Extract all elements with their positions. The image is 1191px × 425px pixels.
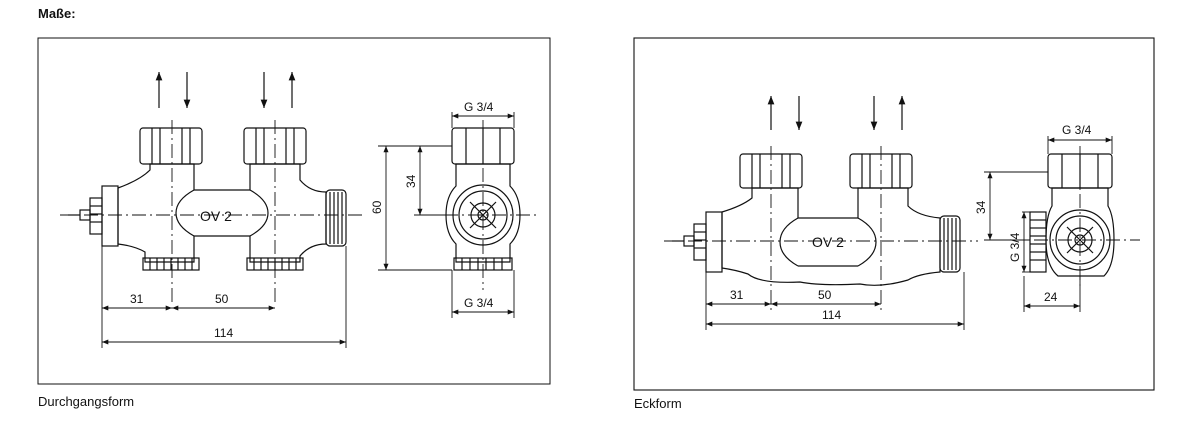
model-label: OV 2 <box>812 234 844 250</box>
top-nut-right <box>243 127 307 165</box>
valve-cap-right <box>325 189 347 247</box>
center-lines <box>664 146 978 310</box>
page-heading: Maße: <box>38 6 76 21</box>
valve-insert-left <box>68 185 119 247</box>
figure-caption-eckform: Eckform <box>634 396 682 411</box>
top-nut-left <box>139 127 203 165</box>
dim-thread-top: G 3/4 <box>1062 123 1092 137</box>
flow-arrows <box>767 96 906 130</box>
valve-cap-right <box>939 215 961 273</box>
top-nut-right <box>849 153 913 189</box>
figure-frame <box>37 37 551 385</box>
figure-eckform <box>633 37 1155 391</box>
dim-offset-left: 31 <box>130 292 144 306</box>
dim-height-upper: 34 <box>404 174 418 188</box>
side-dimension-lines-2 <box>984 136 1113 312</box>
dim-offset-left: 31 <box>730 288 744 302</box>
dim-thread-bottom: G 3/4 <box>464 296 494 310</box>
figure-durchgangsform <box>37 37 551 385</box>
side-dimension-lines-1 <box>378 112 515 318</box>
dimension-lines <box>705 272 965 330</box>
dim-thread-side: G 3/4 <box>1008 232 1022 262</box>
dim-height-total: 60 <box>370 200 384 214</box>
dim-total-length: 114 <box>822 308 841 322</box>
dim-height-upper: 34 <box>974 200 988 214</box>
side-view-durchgang <box>420 120 540 290</box>
valve-body <box>721 187 941 286</box>
dim-thread-top: G 3/4 <box>464 100 494 114</box>
flow-arrows <box>155 72 296 108</box>
dimension-lines <box>101 246 347 348</box>
bottom-thread-left <box>142 257 200 271</box>
figure-caption-durchgangsform: Durchgangsform <box>38 394 135 409</box>
dim-pipe-spacing: 50 <box>215 292 229 306</box>
figure-frame <box>633 37 1155 391</box>
center-lines <box>60 120 362 305</box>
valve-insert-left <box>672 211 723 273</box>
side-view-eckform <box>1010 146 1140 290</box>
dim-side-width: 24 <box>1044 290 1058 304</box>
dim-pipe-spacing: 50 <box>818 288 832 302</box>
dim-total-length: 114 <box>214 326 233 340</box>
model-label: OV 2 <box>200 208 232 224</box>
